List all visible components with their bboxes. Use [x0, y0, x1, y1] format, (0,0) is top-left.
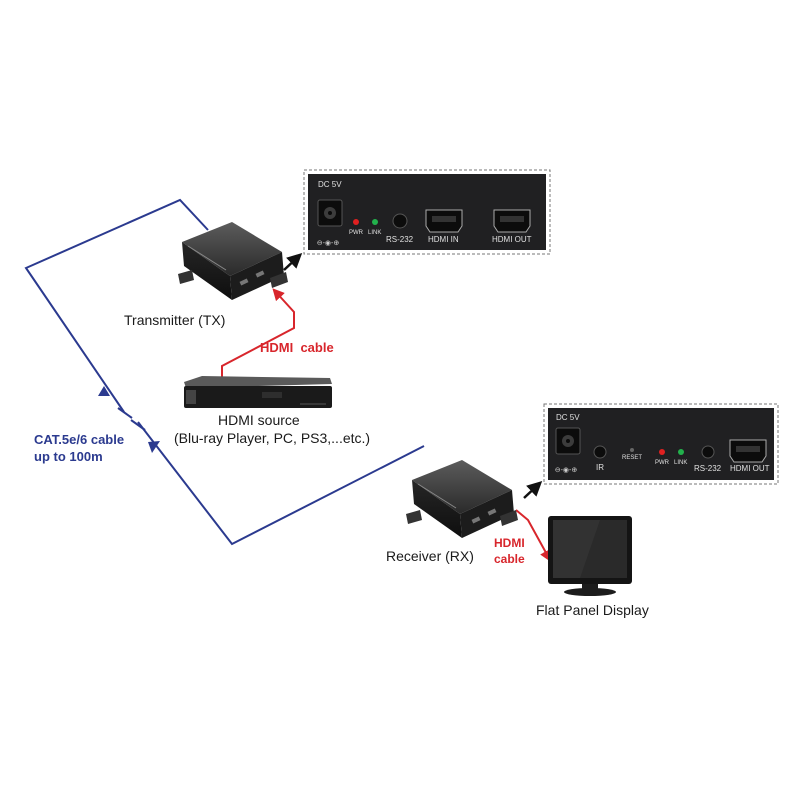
tx-hdmi-out-label: HDMI OUT [492, 235, 532, 244]
tx-rs232-label: RS-232 [386, 235, 414, 244]
hdmi-cable-rx-label-2: cable [494, 552, 525, 566]
hdmi-cable-rx [515, 509, 552, 563]
svg-text:⊖-◉-⊕: ⊖-◉-⊕ [317, 240, 340, 247]
rx-rs232-label: RS-232 [694, 464, 722, 473]
tx-hdmi-in-label: HDMI IN [428, 235, 459, 244]
rx-rear-panel: ⊖-◉-⊕ [543, 403, 779, 485]
hdmi-source-label: HDMI source [218, 412, 300, 428]
transmitter-label: Transmitter (TX) [124, 312, 226, 328]
rx-ir-label: IR [596, 463, 604, 472]
rx-reset-label: RESET [622, 455, 643, 461]
hdmi-cable-tx [221, 288, 295, 380]
hdmi-cable-rx-label: HDMI [494, 536, 525, 550]
cat-cable-length: up to 100m [34, 449, 103, 464]
svg-text:⊖-◉-⊕: ⊖-◉-⊕ [555, 467, 578, 474]
cable-arrow-up-icon [98, 386, 110, 396]
tx-rear-panel: ⊖-◉-⊕ [303, 169, 551, 255]
cable-arrow-down-icon [148, 441, 160, 453]
tx-link-label: LINK [368, 230, 382, 236]
cat-cable [24, 198, 425, 546]
tx-dc-label: DC 5V [318, 180, 342, 189]
rx-dc-label: DC 5V [556, 413, 580, 422]
tx-pwr-label: PWR [349, 230, 363, 236]
transmitter-device [178, 222, 288, 300]
receiver-label: Receiver (RX) [386, 548, 474, 564]
rx-hdmi-out-label: HDMI OUT [730, 464, 770, 473]
hdmi-cable-tx-label: HDMI cable [260, 340, 334, 355]
display-label: Flat Panel Display [536, 602, 649, 618]
tx-pointer-arrow [283, 252, 303, 271]
receiver-device [406, 460, 518, 538]
rx-pwr-label: PWR [655, 460, 669, 466]
flat-panel-display-icon [548, 516, 632, 596]
cat-cable-label: CAT.5e/6 cable [34, 432, 125, 447]
hdmi-source-sublabel: (Blu-ray Player, PC, PS3,...etc.) [174, 430, 371, 446]
rx-pointer-arrow [523, 480, 543, 499]
hdmi-source-device [184, 376, 332, 408]
rx-link-label: LINK [674, 460, 688, 466]
